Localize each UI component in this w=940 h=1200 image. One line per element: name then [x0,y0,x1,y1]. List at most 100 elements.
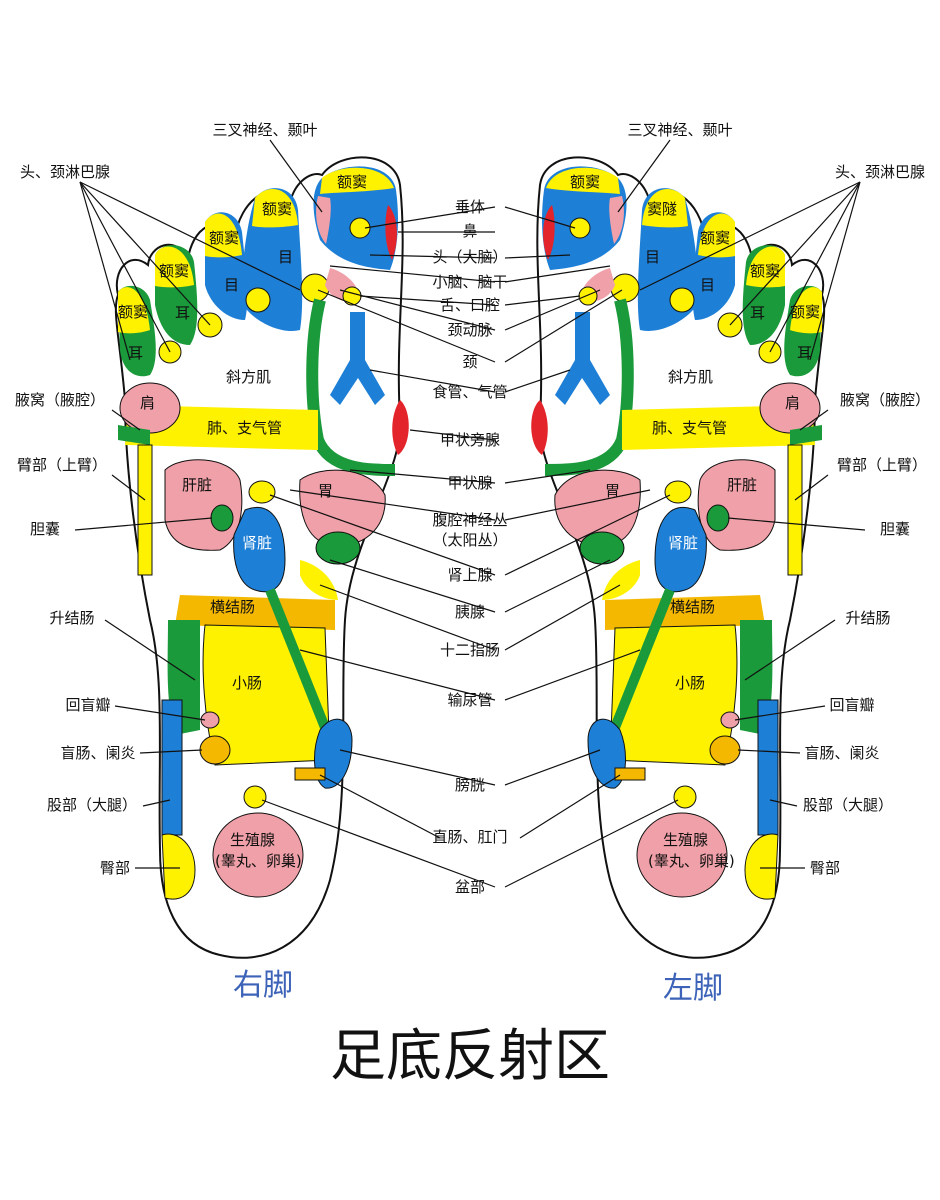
left-ileocecal [720,711,740,729]
right-kidney [233,507,286,593]
left-zone-ear2: 耳 [797,344,812,362]
label-ureter: 输尿管 [447,691,492,709]
label-duodenum: 十二指肠 [440,641,500,659]
right-eye-bubble1 [245,287,271,313]
right-zone-lung: 肺、支气管 [207,419,282,437]
left-zone-eye1: 目 [645,248,660,266]
left-zone-lung: 肺、支气管 [652,419,727,437]
left-cerebellum [610,273,640,303]
label-right-ascending-colon: 升结肠 [845,609,890,627]
label-right-ileocecal: 回盲瓣 [829,696,874,714]
right-zone-stomach: 胃 [318,482,333,500]
right-rectum [294,767,326,781]
right-frontal-sinus-big [320,167,394,194]
left-parathyroid [531,400,548,455]
left-pituitary [569,217,591,239]
left-heart [697,459,776,551]
label-neck: 颈 [462,353,477,371]
right-zone-toe5: 额窦 [118,303,148,321]
left-thigh [757,699,779,836]
left-gallbladder [706,504,730,532]
right-zone-kidney: 肾脏 [242,534,272,552]
label-right-upper-arm: 臂部（上臂） [837,456,927,474]
left-upper-arm [787,444,803,576]
label-adrenal: 肾上腺 [447,566,492,584]
right-zone-small-intestine: 小肠 [232,674,262,692]
left-eye-bubble1 [669,287,695,313]
side-labels: 三叉神经、颞叶 三叉神经、颞叶 头、颈淋巴腺 头、颈淋巴腺 腋窝（腋腔） 臂部（… [15,121,930,877]
right-zone-transverse-colon: 横结肠 [210,598,255,616]
right-transverse-colon [175,595,335,630]
right-zone-ear1: 耳 [175,304,190,322]
right-solar-plexus [315,531,361,565]
label-lymph-right: 头、颈淋巴腺 [835,163,925,181]
right-buttock [161,833,196,900]
right-pituitary [349,217,371,239]
right-zone-eye2: 目 [224,276,239,294]
label-pituitary: 垂体 [455,198,485,216]
page-title: 足底反射区 [330,1024,610,1089]
left-rectum [614,767,646,781]
label-brain: 头（大脑） [432,248,507,266]
label-pancreas: 胰腺 [455,603,485,621]
right-toe2-tip [252,188,298,228]
left-zone-ear1: 耳 [750,304,765,322]
right-zone-shoulder: 肩 [140,394,155,412]
left-tongue [578,286,598,306]
label-right-axilla: 腋窝（腋腔） [840,391,930,409]
left-foot-caption: 左脚 [663,971,723,1006]
right-zone-eye1: 目 [278,248,293,266]
label-pelvis: 盆部 [455,878,485,896]
left-zone-gonad1: 生殖腺 [663,831,708,849]
right-adrenal [248,480,276,504]
label-carotid: 颈动脉 [447,321,492,339]
left-solar-plexus [579,531,625,565]
label-solar-plexus: （太阳丛） [432,531,507,549]
left-frontal-sinus-big [546,167,620,194]
right-zone-toe3: 额窦 [209,229,239,247]
label-left-ileocecal: 回盲瓣 [65,696,110,714]
label-right-gallbladder: 胆囊 [880,520,910,538]
right-gonad [212,812,304,898]
label-parathyroid: 甲状旁腺 [440,431,500,449]
left-toe3-tip [698,213,735,258]
left-zone-shoulder: 肩 [785,394,800,412]
left-zone-toe4: 额窦 [750,262,780,280]
right-zone-gonad1: 生殖腺 [230,831,275,849]
left-trachea [555,312,610,405]
left-buttock [744,833,779,900]
left-gonad [636,812,728,898]
label-tongue: 舌、口腔 [440,296,500,314]
left-adrenal [664,480,692,504]
label-left-gallbladder: 胆囊 [30,520,60,538]
right-zone-trapezius: 斜方肌 [226,368,271,386]
right-cecum [199,735,231,765]
left-zone-trapezius: 斜方肌 [668,368,713,386]
left-zone-gonad2: (睾丸、卵巢) [648,852,735,870]
label-left-axilla: 腋窝（腋腔） [15,391,105,409]
left-zone-transverse-colon: 横结肠 [670,598,715,616]
label-nose: 鼻 [462,222,477,240]
right-zone-toe4: 额窦 [159,262,189,280]
label-rectum: 直肠、肛门 [432,828,507,846]
leader-lines [74,139,866,888]
label-celiac-plexus: 腹腔神经丛 [432,511,507,529]
right-toe4-tip [155,246,194,288]
left-toe5-tip [790,287,822,334]
left-zone-eye2: 目 [700,276,715,294]
right-zone-gonad2: (睾丸、卵巢) [215,852,302,870]
right-axilla [118,425,150,445]
left-kidney [654,507,707,593]
left-pelvis-dot [673,785,697,809]
right-liver [164,459,243,551]
right-ureter [265,588,335,742]
left-zone-toe-big: 额窦 [570,173,600,191]
label-left-upper-arm: 臂部（上臂） [17,456,107,474]
right-pancreas [300,560,338,600]
left-axilla [790,425,822,445]
left-zone-toe2: 窦隧 [647,200,677,218]
left-toe2-tip [642,188,688,228]
right-cerebellum [300,273,330,303]
label-right-thigh: 股部（大腿） [803,796,893,814]
